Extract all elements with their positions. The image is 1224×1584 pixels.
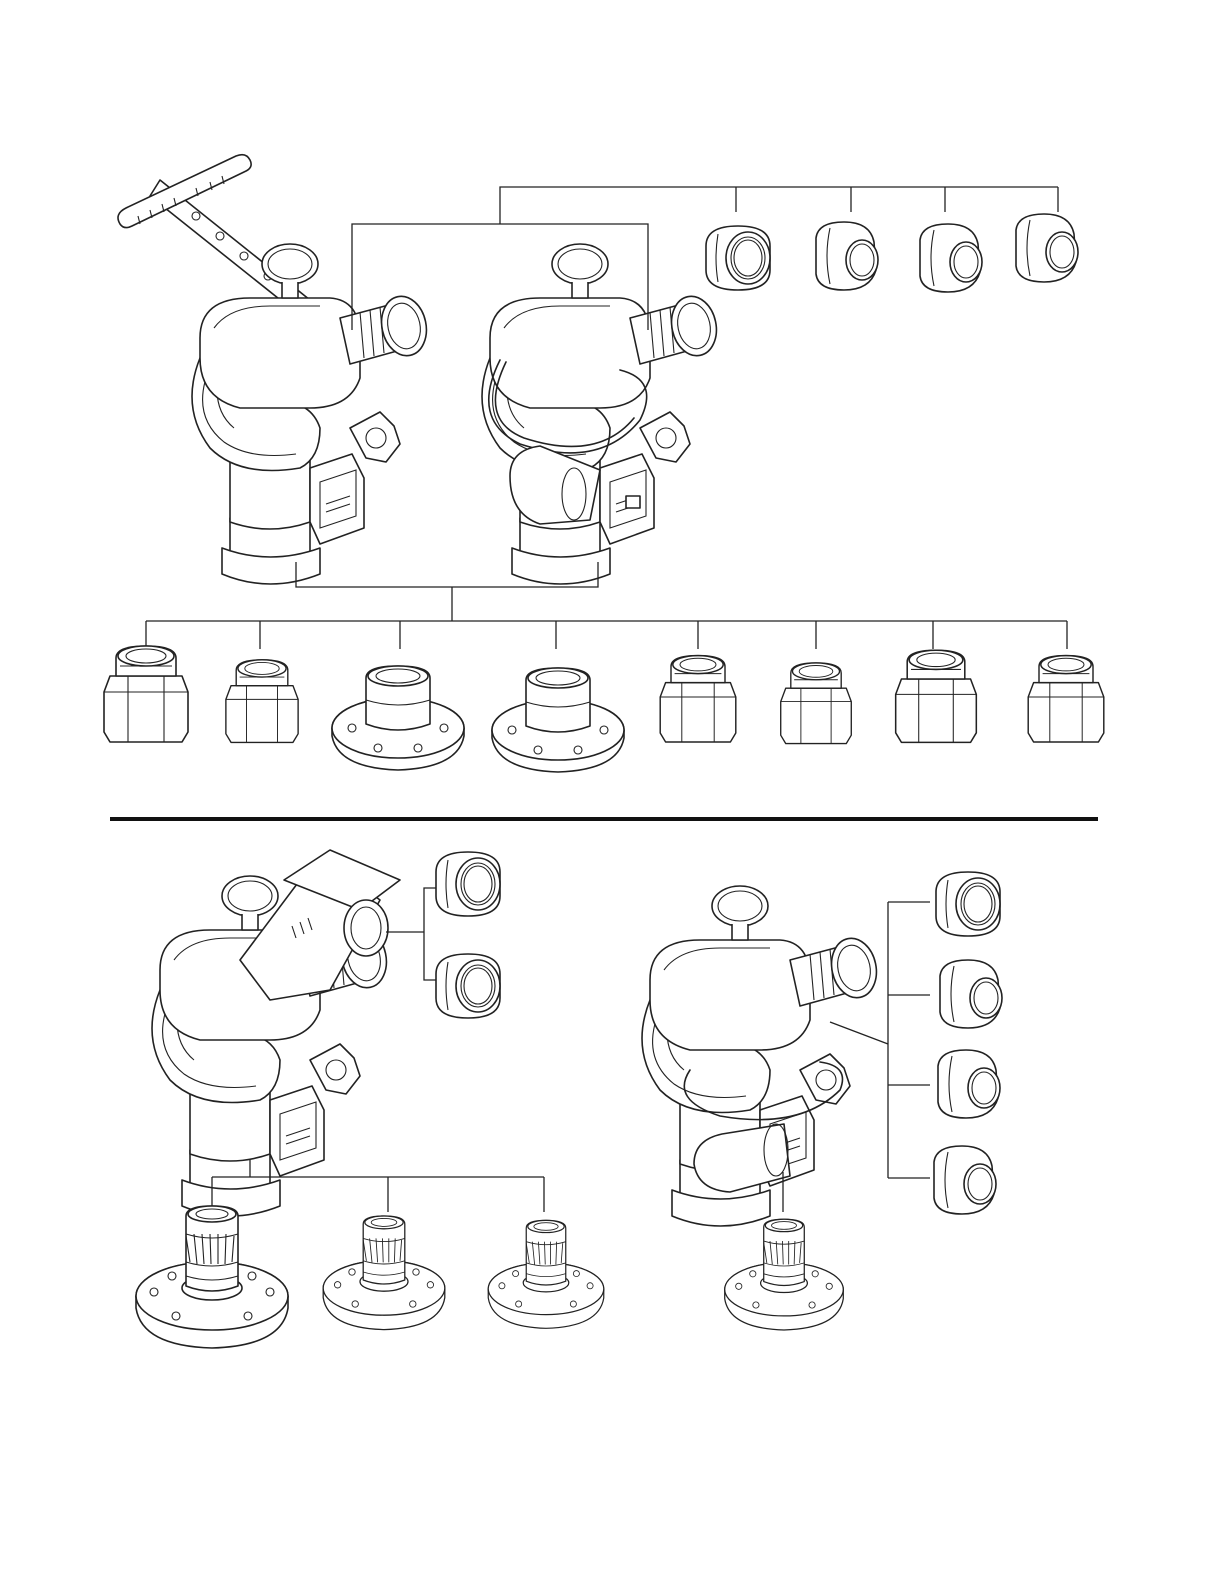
inlet-adapter-6: [781, 663, 852, 744]
lower-left-monitor: [152, 850, 400, 1216]
lower-right-outlet-adapter-4: [934, 1146, 996, 1214]
lower-left-outlet-adapter-1: [436, 852, 500, 916]
flange-base-2: [323, 1216, 445, 1330]
outlet-adapter-3: [920, 224, 982, 292]
flange-base-4: [725, 1219, 844, 1330]
lower-assembly: [136, 850, 1002, 1348]
electric-monitor: [482, 244, 722, 584]
outlet-adapter-2: [816, 222, 878, 290]
outlet-adapter-1: [706, 226, 770, 290]
inlet-adapter-7: [896, 650, 977, 742]
lower-right-outlet-adapter-1: [936, 872, 1000, 936]
upper-inlet-adapters: [104, 646, 1104, 772]
flange-base-3: [488, 1220, 604, 1328]
inlet-adapter-2: [226, 660, 298, 743]
flange-base-1: [136, 1206, 288, 1348]
lower-right-monitor: [642, 886, 882, 1226]
lower-left-flange-bases: [136, 1206, 604, 1348]
upper-assembly: [104, 155, 1104, 772]
inlet-adapter-8: [1028, 656, 1104, 742]
outlet-adapter-4: [1016, 214, 1078, 282]
monitor-with-tiller-bar: [118, 155, 432, 584]
upper-outlet-adapters: [706, 214, 1078, 292]
lower-left-outlet-tree: [386, 888, 440, 980]
inlet-adapter-4: [492, 668, 624, 772]
inlet-adapter-1: [104, 646, 188, 742]
inlet-adapter-5: [660, 656, 736, 742]
lower-right-outlet-adapter-3: [938, 1050, 1000, 1118]
lower-left-outlet-adapters: [436, 852, 500, 1018]
lower-right-outlet-adapter-2: [940, 960, 1002, 1028]
lower-right-flange-bases: [725, 1219, 844, 1330]
lower-left-outlet-adapter-2: [436, 954, 500, 1018]
lower-right-outlet-adapters: [934, 872, 1002, 1214]
inlet-adapter-3: [332, 666, 464, 770]
